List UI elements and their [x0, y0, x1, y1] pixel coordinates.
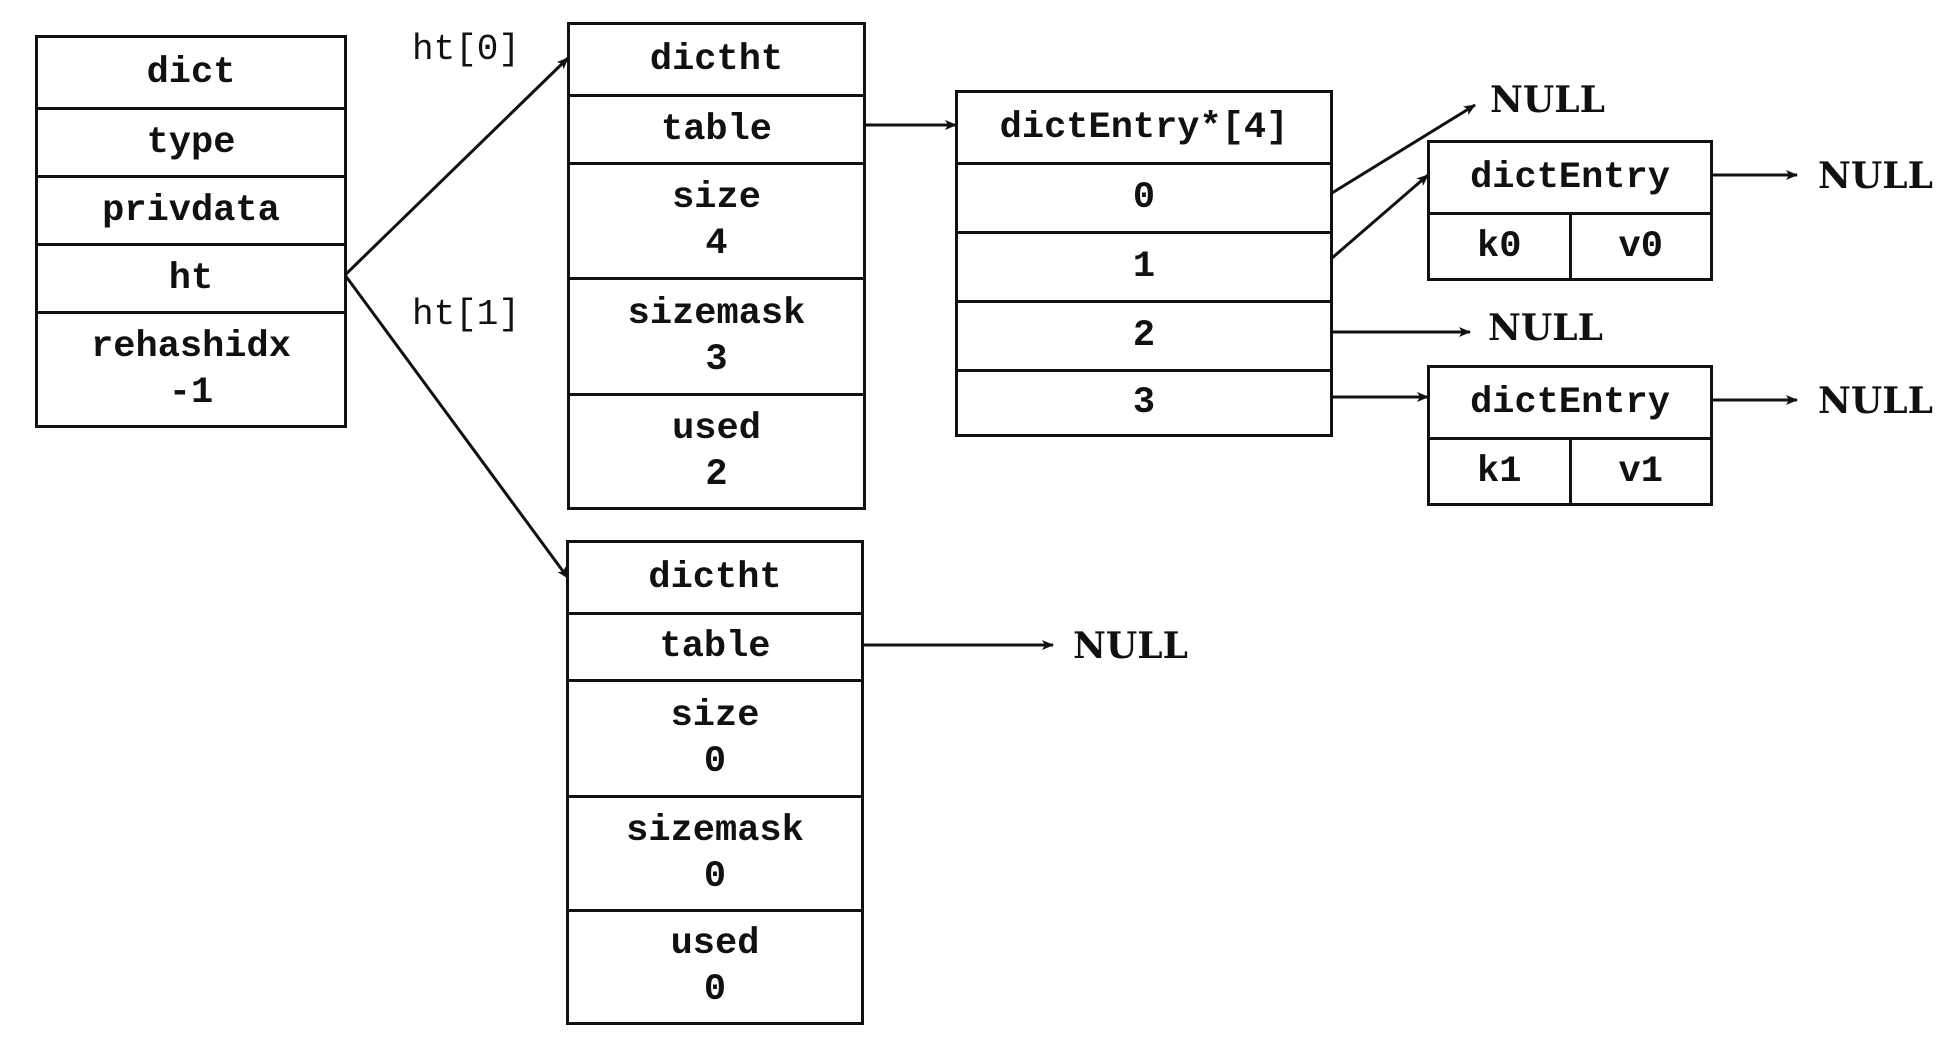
- ht1-used-value: 0: [703, 969, 727, 1011]
- null-label-entry0-next: NULL: [1818, 155, 1933, 197]
- dict-field-ht-text: ht: [168, 257, 214, 300]
- bucket-slot-0-text: 0: [1132, 177, 1156, 219]
- ht0-title-text: dictht: [649, 38, 784, 81]
- dict-title: dict: [38, 38, 344, 107]
- ht1-title: dictht: [569, 543, 861, 612]
- ht1-table-text: table: [659, 626, 771, 668]
- null-label-slot2: NULL: [1488, 307, 1603, 349]
- dict-entry-0-kv: k0 v0: [1430, 212, 1710, 278]
- ht0-sizemask: sizemask 3: [570, 277, 863, 393]
- ht1-dictht-struct: dictht table size 0 sizemask 0 used 0: [566, 540, 864, 1025]
- dict-field-type-text: type: [146, 121, 236, 164]
- ht0-sizemask-name: sizemask: [627, 292, 806, 335]
- ht1-used: used 0: [569, 909, 861, 1022]
- bucket-slot: 1: [958, 231, 1330, 300]
- dict-entry-1: dictEntry k1 v1: [1427, 365, 1713, 506]
- bucket-slot: 2: [958, 300, 1330, 369]
- ht0-title: dictht: [570, 25, 863, 94]
- ht1-sizemask-name: sizemask: [626, 809, 804, 852]
- ht1-table: table: [569, 612, 861, 679]
- ht0-sizemask-value: 3: [705, 338, 728, 381]
- ht0-size: size 4: [570, 162, 863, 277]
- bucket-array-title: dictEntry*[4]: [958, 93, 1330, 162]
- dict-entry-1-key: k1: [1477, 450, 1522, 493]
- bucket-slot: 0: [958, 162, 1330, 231]
- arrow-ht-to-ht1: [343, 274, 570, 579]
- bucket-slot: 3: [958, 369, 1330, 434]
- ht1-sizemask-value: 0: [703, 855, 727, 898]
- dict-entry-0-title-text: dictEntry: [1470, 156, 1670, 199]
- dict-entry-1-title: dictEntry: [1430, 368, 1710, 437]
- dict-entry-1-kv: k1 v1: [1430, 437, 1710, 503]
- rehashidx-value: -1: [168, 371, 214, 414]
- dict-struct: dict type privdata ht rehashidx -1: [35, 35, 347, 428]
- arrow-ht-to-ht0: [343, 56, 570, 277]
- bucket-array: dictEntry*[4] 0 1 2 3: [955, 90, 1333, 437]
- arrow-slot1-to-entry0: [1331, 173, 1429, 260]
- ht1-label: ht[1]: [412, 294, 521, 335]
- dict-field-privdata-text: privdata: [102, 189, 280, 232]
- ht0-used-value: 2: [705, 453, 728, 496]
- dict-entry-1-title-text: dictEntry: [1470, 381, 1670, 424]
- dict-field-privdata: privdata: [38, 175, 344, 243]
- null-label-entry1-next: NULL: [1818, 380, 1933, 422]
- null-label-ht1-table: NULL: [1073, 625, 1188, 667]
- dict-entry-0-key: k0: [1477, 225, 1522, 268]
- ht0-dictht-struct: dictht table size 4 sizemask 3 used 2: [567, 22, 866, 510]
- ht0-used: used 2: [570, 393, 863, 507]
- dict-field-type: type: [38, 107, 344, 175]
- arrow-slot0-to-null: [1331, 103, 1476, 195]
- rehashidx-name: rehashidx: [91, 325, 291, 368]
- dict-title-text: dict: [146, 51, 236, 94]
- bucket-slot-3-text: 3: [1132, 382, 1156, 424]
- dict-field-ht: ht: [38, 243, 344, 311]
- ht0-label: ht[0]: [412, 29, 521, 70]
- bucket-slot-2-text: 2: [1132, 315, 1156, 357]
- ht0-table: table: [570, 94, 863, 162]
- ht0-size-value: 4: [705, 223, 728, 265]
- ht1-size-name: size: [670, 694, 760, 737]
- null-label-slot0: NULL: [1490, 79, 1605, 121]
- ht0-table-text: table: [660, 108, 773, 151]
- dict-entry-0-value: v0: [1568, 215, 1711, 278]
- bucket-array-title-text: dictEntry*[4]: [999, 106, 1289, 149]
- ht1-sizemask: sizemask 0: [569, 795, 861, 909]
- ht0-size-name: size: [672, 177, 761, 219]
- ht0-used-name: used: [672, 407, 761, 450]
- dict-entry-1-value: v1: [1568, 440, 1711, 503]
- ht1-size: size 0: [569, 679, 861, 795]
- ht1-title-text: dictht: [648, 556, 782, 599]
- ht1-size-value: 0: [703, 740, 727, 783]
- bucket-slot-1-text: 1: [1132, 246, 1156, 288]
- dict-entry-0: dictEntry k0 v0: [1427, 140, 1713, 281]
- dict-entry-0-title: dictEntry: [1430, 143, 1710, 212]
- dict-field-rehashidx: rehashidx -1: [38, 311, 344, 425]
- ht1-used-name: used: [670, 923, 760, 965]
